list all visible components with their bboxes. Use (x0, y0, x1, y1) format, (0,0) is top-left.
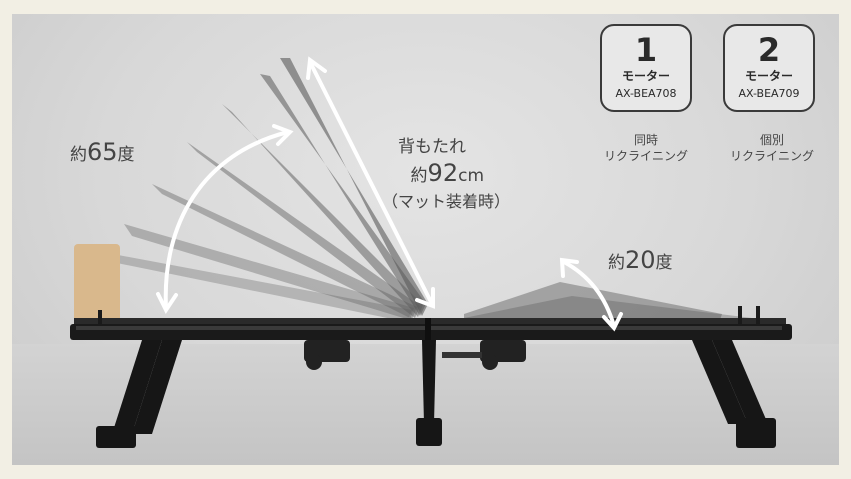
angle-arrow-back (156, 124, 294, 314)
caption-line-2: リクライニング (729, 149, 814, 163)
recline-angle-value: 65 (87, 138, 118, 166)
recline-angle-prefix: 約 (70, 145, 87, 165)
length-arrow-back (306, 56, 435, 309)
back-length-note: （マット装着時） (382, 192, 511, 211)
motors (304, 340, 526, 370)
back-length-label: 背もたれ 約92cm （マット装着時） (382, 134, 510, 215)
caption-line-1: 同時 (633, 133, 658, 147)
bed-illustration (12, 56, 839, 465)
model-code: AX-BEA708 (615, 87, 677, 100)
motor-label: モーター (621, 69, 670, 83)
bed-legs (96, 340, 776, 448)
model-code: AX-BEA709 (738, 87, 800, 100)
product-photo (12, 14, 839, 465)
headboard (74, 244, 120, 330)
motor-label: モーター (744, 69, 793, 83)
angle-arrow-leg (559, 257, 623, 332)
recline-angle-label: 約65度 (70, 138, 135, 166)
leg-angle-value: 20 (625, 246, 656, 274)
leg-angle-label: 約20度 (608, 246, 673, 274)
leg-angle-prefix: 約 (608, 253, 625, 273)
back-length-line: 約92cm (382, 160, 510, 189)
back-length-unit: cm (458, 166, 485, 186)
motor-count: 2 (757, 31, 781, 69)
leg-angle-unit: 度 (655, 253, 673, 273)
caption-line-2: リクライニング (603, 149, 688, 163)
motor-count: 1 (634, 31, 658, 69)
model-badge-1: 1 モーター AX-BEA708 (600, 24, 692, 112)
back-label: 背もたれ (398, 137, 467, 157)
back-length-value: 92 (427, 159, 459, 187)
model-badge-2: 2 モーター AX-BEA709 (723, 24, 815, 112)
model-caption-2: 個別 リクライニング (706, 132, 838, 164)
recline-angle-unit: 度 (117, 145, 135, 165)
back-length-prefix: 約 (410, 166, 428, 186)
caption-line-1: 個別 (759, 133, 784, 147)
model-caption-1: 同時 リクライニング (580, 132, 712, 164)
reclining-back-ghosts (102, 58, 428, 322)
